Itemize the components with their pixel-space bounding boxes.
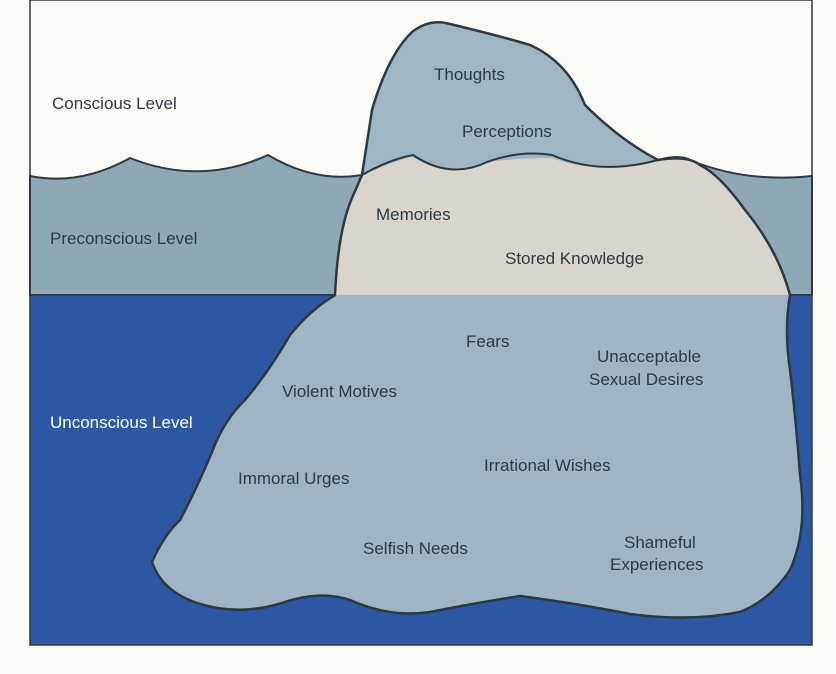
preconscious-level-label: Preconscious Level [50, 229, 197, 248]
iceberg-bottom [152, 295, 803, 618]
unacceptable-label-line1: Unacceptable [597, 347, 701, 366]
fears-label: Fears [466, 332, 509, 351]
iceberg-outline [150, 21, 804, 619]
iceberg-middle [335, 156, 790, 295]
selfish-needs-label: Selfish Needs [363, 539, 468, 558]
diagram-frame [29, 0, 813, 646]
immoral-urges-label: Immoral Urges [238, 469, 349, 488]
iceberg [150, 21, 804, 619]
thoughts-label: Thoughts [434, 65, 505, 84]
shameful-label-line2: Experiences [610, 555, 704, 574]
irrational-wishes-label: Irrational Wishes [484, 456, 611, 475]
shameful-label-line1: Shameful [624, 533, 696, 552]
conscious-level-label: Conscious Level [52, 94, 177, 113]
stored-knowledge-label: Stored Knowledge [505, 249, 644, 268]
unconscious-level-label: Unconscious Level [50, 413, 193, 432]
violent-motives-label: Violent Motives [282, 382, 397, 401]
memories-label: Memories [376, 205, 451, 224]
perceptions-label: Perceptions [462, 122, 552, 141]
unacceptable-label-line2: Sexual Desires [589, 370, 703, 389]
